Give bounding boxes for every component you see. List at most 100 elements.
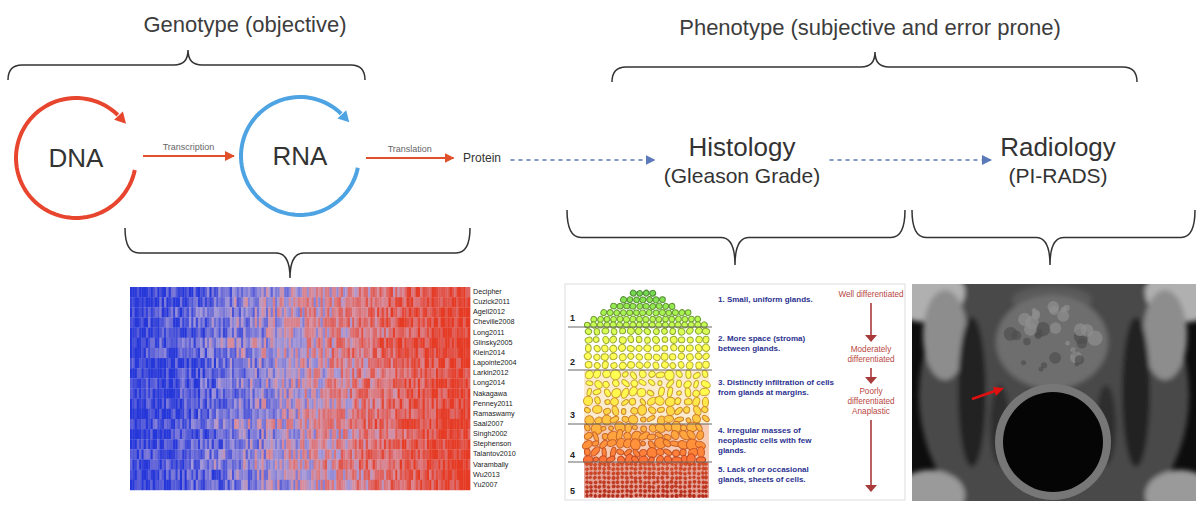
heatmap-cell [275,348,278,358]
heatmap-cell [307,297,310,307]
heatmap-cell [411,317,414,327]
heatmap-cell [468,307,471,317]
heatmap-cell [261,389,264,399]
heatmap-cell [377,368,380,378]
heatmap-cell [275,409,278,419]
heatmap-cell [275,358,278,368]
heatmap-cell [454,368,457,378]
heatmap-cell [189,378,192,388]
heatmap-cell [452,287,455,297]
heatmap-cell [153,368,156,378]
heatmap-cell [227,409,230,419]
heatmap-cell [282,338,285,348]
heatmap-cell [214,378,217,388]
heatmap-cell [144,368,147,378]
heatmap-cell [243,328,246,338]
heatmap-cell [363,328,366,338]
heatmap-cell [418,287,421,297]
heatmap-cell [173,368,176,378]
heatmap-cell [368,378,371,388]
heatmap-cell [196,297,199,307]
heatmap-cell [300,317,303,327]
heatmap-cell [393,307,396,317]
heatmap-cell [468,399,471,409]
heatmap-cell [300,378,303,388]
heatmap-cell [146,328,149,338]
heatmap-cell [227,287,230,297]
heatmap-cell [309,287,312,297]
heatmap-cell [384,378,387,388]
heatmap-cell [316,358,319,368]
heatmap-cell [370,409,373,419]
heatmap-cell [132,399,135,409]
heatmap-cell [357,409,360,419]
heatmap-cell [352,297,355,307]
heatmap-cell [150,409,153,419]
heatmap-cell [343,317,346,327]
heatmap-cell [438,378,441,388]
heatmap-cell [250,307,253,317]
heatmap-cell [216,317,219,327]
heatmap-cell [452,297,455,307]
heatmap-cell [447,297,450,307]
heatmap-cell [438,317,441,327]
heatmap-cell [239,287,242,297]
heatmap-cell [336,317,339,327]
heatmap-cell [359,317,362,327]
heatmap-cell [184,389,187,399]
heatmap-cell [214,389,217,399]
heatmap-cell [178,409,181,419]
heatmap-cell [352,287,355,297]
heatmap-cell [241,287,244,297]
heatmap-cell [465,368,468,378]
heatmap-cell [382,287,385,297]
heatmap-cell [377,358,380,368]
heatmap-cell [309,348,312,358]
heatmap-cell [461,338,464,348]
heatmap-cell [137,419,140,429]
heatmap-cell [314,389,317,399]
heatmap-cell [404,348,407,358]
heatmap-cell [144,389,147,399]
heatmap-cell [345,338,348,348]
heatmap-cell [153,317,156,327]
heatmap-cell [456,358,459,368]
heatmap-cell [314,317,317,327]
heatmap-cell [218,287,221,297]
heatmap-cell [361,399,364,409]
heatmap-cell [420,317,423,327]
heatmap-cell [141,338,144,348]
heatmap-cell [209,317,212,327]
heatmap-cell [234,287,237,297]
heatmap-cell [203,419,206,429]
heatmap-cell [169,358,172,368]
heatmap-cell [130,338,133,348]
heatmap-cell [373,307,376,317]
heatmap-cell [273,338,276,348]
curly-brace [912,210,1195,265]
heatmap-cell [459,409,462,419]
heatmap-cell [436,389,439,399]
heatmap-cell [363,389,366,399]
heatmap-cell [452,307,455,317]
heatmap-cell [155,368,158,378]
heatmap-cell [203,328,206,338]
heatmap-cell [153,287,156,297]
heatmap-cell [391,378,394,388]
heatmap-cell [166,338,169,348]
heatmap-cell [311,297,314,307]
heatmap-cell [404,338,407,348]
heatmap-cell [336,358,339,368]
heatmap-cell [257,297,260,307]
heatmap-cell [463,348,466,358]
heatmap-cell [289,348,292,358]
heatmap-cell [155,297,158,307]
heatmap-cell [302,399,305,409]
heatmap-cell [336,328,339,338]
heatmap-cell [171,328,174,338]
heatmap-cell [162,348,165,358]
heatmap-cell [178,287,181,297]
heatmap-cell [447,348,450,358]
heatmap-cell [216,358,219,368]
heatmap-cell [454,328,457,338]
